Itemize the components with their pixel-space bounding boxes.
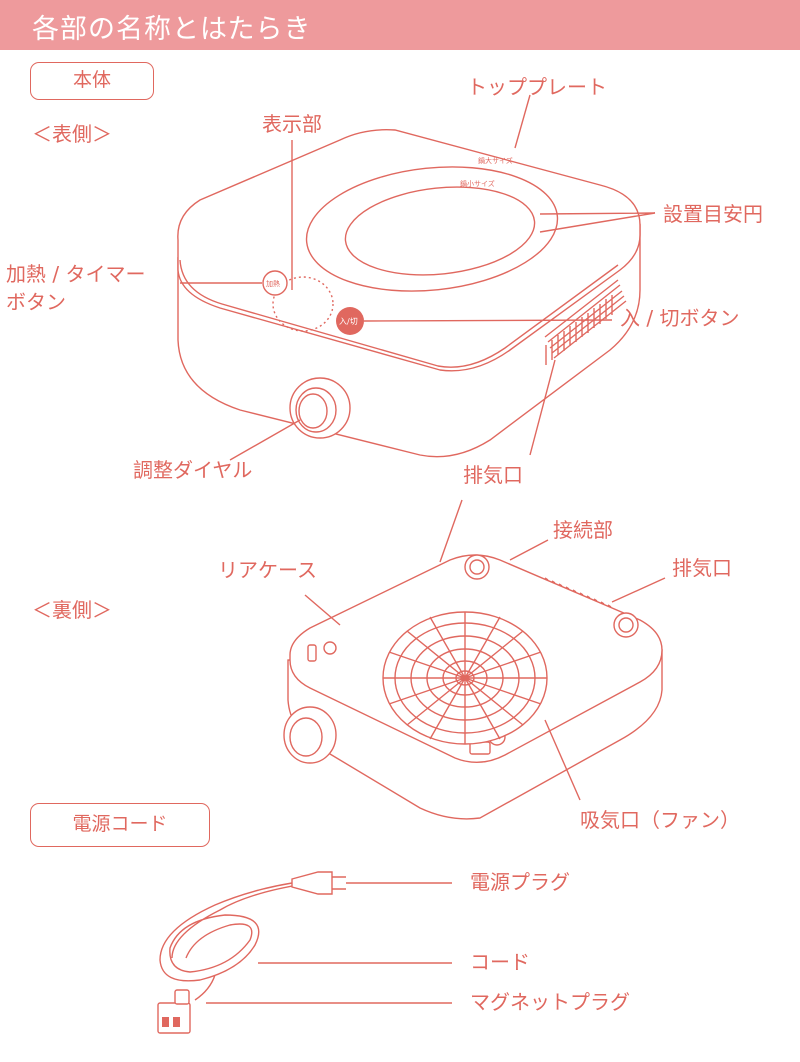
label-guide-circle: 設置目安円: [663, 202, 763, 226]
label-connection: 接続部: [553, 518, 613, 542]
display-area: [272, 276, 334, 332]
adjust-dial: [289, 377, 351, 439]
label-power-plug: 電源プラグ: [470, 870, 570, 894]
label-cord: コード: [470, 950, 530, 974]
power-plug: [291, 871, 333, 895]
leader-front-exhaust: [529, 359, 556, 456]
label-display: 表示部: [262, 112, 322, 136]
leader-intake: [544, 719, 581, 801]
power-cord-drawing: [157, 871, 452, 1034]
label-magnet-plug: マグネットプラグ: [470, 990, 630, 1014]
label-top-plate: トッププレート: [467, 75, 607, 99]
view-label-back: ＜裏側＞: [32, 598, 112, 622]
leader-power-button: [363, 319, 613, 322]
plate-text-small: 鍋小サイズ: [460, 179, 495, 188]
heat-timer-button: [262, 270, 288, 296]
label-heat-timer-1: 加熱 / タイマー: [6, 262, 146, 286]
back-device-drawing: [283, 499, 666, 820]
label-rear-case: リアケース: [218, 558, 317, 582]
leader-top-plate: [514, 94, 531, 149]
leader-connection: [509, 539, 549, 561]
front-exhaust-vents: [544, 279, 627, 365]
leader-rear-case: [304, 594, 341, 626]
leader-back-exhaust-top: [439, 499, 463, 563]
label-front-exhaust: 排気口: [463, 463, 523, 487]
label-power-button: 入 / 切ボタン: [620, 306, 740, 330]
label-back-exhaust: 排気口: [672, 556, 732, 580]
header-bar: 各部の名称とはたらき: [0, 0, 800, 50]
leader-guide-circle: [539, 212, 656, 233]
section-label-cord: 電源コード: [30, 803, 210, 847]
front-device-drawing: 鍋大サイズ 鍋小サイズ 加熱 入/切: [177, 94, 656, 461]
power-button: [336, 307, 364, 335]
label-dial: 調整ダイヤル: [133, 458, 253, 482]
intake-fan-grille: [382, 611, 548, 745]
back-dial: [283, 706, 337, 764]
page-title: 各部の名称とはたらき: [32, 14, 312, 45]
plate-text-large: 鍋大サイズ: [478, 156, 513, 165]
label-intake-fan: 吸気口（ファン）: [580, 808, 740, 832]
svg-text:加熱: 加熱: [266, 279, 280, 288]
view-label-front: ＜表側＞: [32, 122, 112, 146]
back-exhaust-vents: [544, 577, 612, 608]
svg-text:入/切: 入/切: [339, 317, 358, 326]
label-heat-timer-2: ボタン: [6, 290, 66, 314]
section-label-body: 本体: [30, 62, 154, 100]
leader-back-exhaust: [611, 577, 666, 603]
leader-dial: [229, 419, 301, 461]
